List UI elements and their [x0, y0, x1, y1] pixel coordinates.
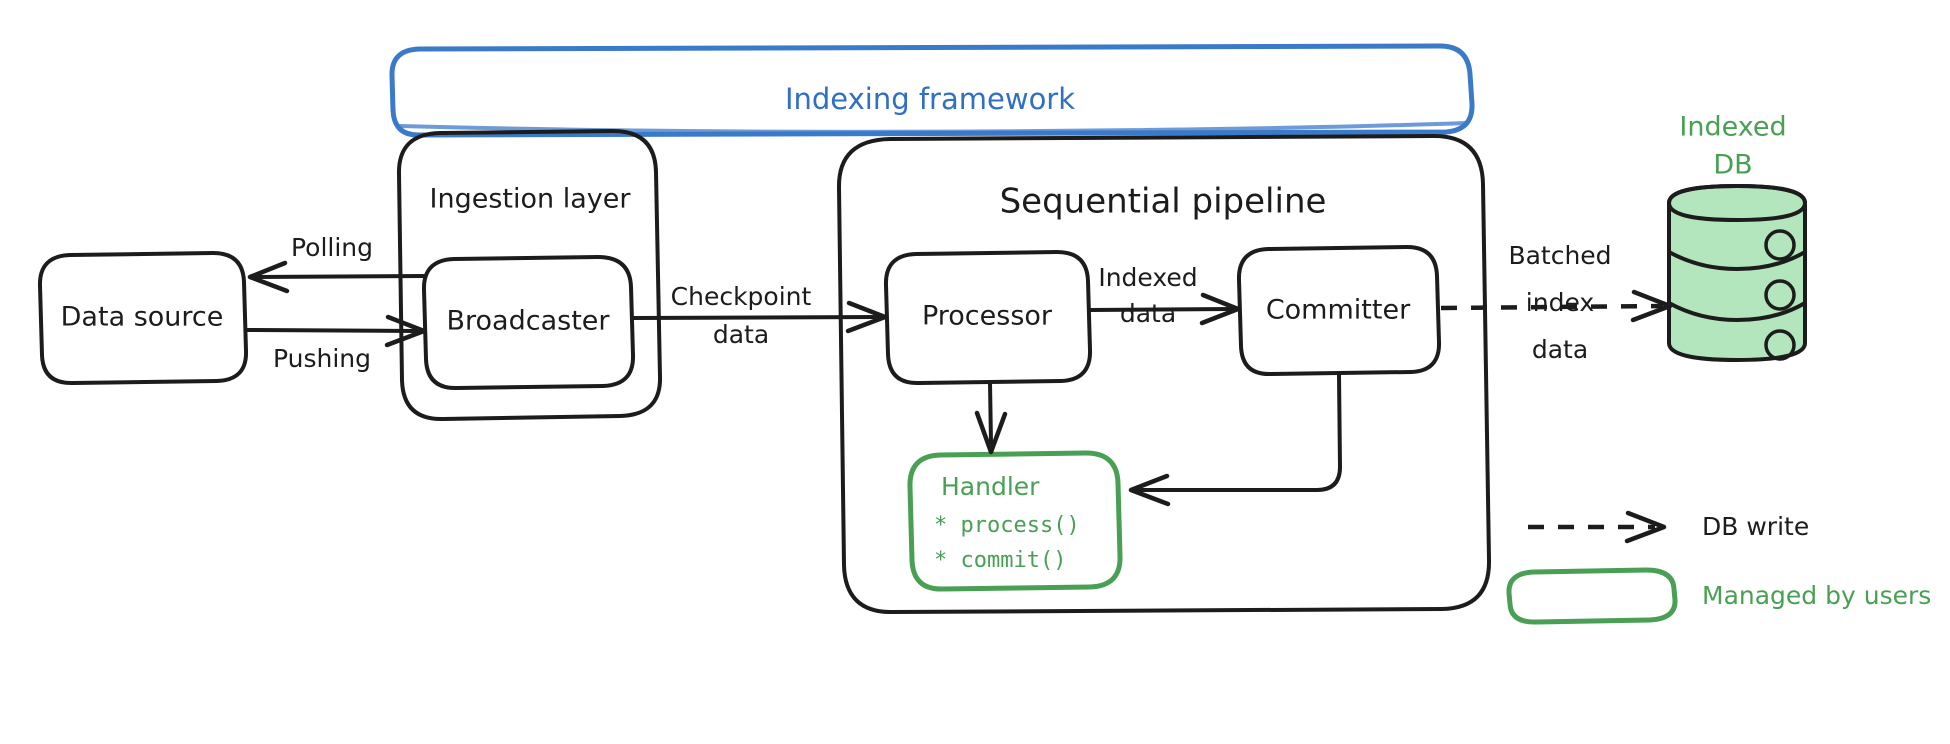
edge-checkpoint-line	[631, 315, 881, 320]
committer-node[interactable]: Committer	[1236, 245, 1442, 377]
edge-polling-line	[254, 274, 426, 279]
edge-batched-label-line1: Batched	[1508, 241, 1611, 270]
handler-method-commit: * commit()	[934, 548, 1066, 573]
legend-item-db-write: DB write	[1528, 510, 1809, 544]
indexed-db-indicator-1	[1764, 229, 1796, 261]
edge-pushing-arrowhead	[384, 314, 427, 348]
edge-batched-label-line3: data	[1532, 335, 1588, 364]
edge-committer-handler-line	[1137, 373, 1342, 492]
indexed-db-top-ellipse	[1666, 183, 1808, 223]
legend-green-box	[1506, 567, 1678, 625]
edge-indexed-data-line	[1088, 307, 1234, 312]
edge-pushing-line	[244, 328, 420, 333]
edge-committer-handler-arrowhead	[1128, 473, 1171, 507]
processor-box[interactable]	[883, 250, 1093, 386]
indexed-db-title-line1: Indexed	[1679, 112, 1786, 143]
ingestion-layer-label: Ingestion layer	[430, 184, 632, 215]
edge-indexed-data-label-line2: data	[1120, 299, 1176, 328]
broadcaster-label: Broadcaster	[447, 306, 611, 337]
legend-label-managed-by-users: Managed by users	[1702, 581, 1931, 610]
broadcaster-node[interactable]: Broadcaster	[421, 255, 636, 391]
indexed-db-divider-1	[1667, 250, 1807, 272]
edge-polling-label: Polling	[291, 233, 373, 262]
edge-committer-to-handler	[1128, 373, 1342, 507]
edge-polling: Polling	[247, 233, 426, 294]
indexed-db-indicator-3	[1764, 329, 1796, 361]
handler-title: Handler	[941, 472, 1040, 501]
committer-box[interactable]	[1236, 245, 1442, 377]
legend: DB write Managed by users	[1506, 510, 1931, 625]
data-source-label: Data source	[61, 302, 224, 333]
edge-pushing: Pushing	[244, 314, 427, 373]
edge-indexed-data: Indexed data	[1088, 263, 1241, 328]
ingestion-layer-group: Ingestion layer	[396, 129, 663, 422]
handler-node[interactable]: Handler * process() * commit()	[907, 450, 1123, 592]
legend-label-db-write: DB write	[1702, 512, 1809, 541]
edge-indexed-data-label-line1: Indexed	[1098, 263, 1197, 292]
edge-indexed-data-arrowhead	[1199, 292, 1241, 326]
committer-label: Committer	[1266, 295, 1411, 326]
handler-box[interactable]	[907, 450, 1123, 592]
processor-label: Processor	[922, 301, 1053, 332]
edge-polling-arrowhead	[247, 260, 290, 294]
edge-checkpoint-label-line2: data	[713, 320, 769, 349]
indexed-db-divider-2	[1667, 301, 1807, 323]
edge-batched-index-data: Batched index data	[1440, 241, 1673, 364]
legend-item-managed-by-users: Managed by users	[1506, 567, 1931, 625]
sequential-pipeline-group: Sequential pipeline	[836, 134, 1492, 615]
edge-processor-handler-line	[988, 381, 993, 445]
sequential-pipeline-box	[836, 134, 1492, 615]
edge-processor-handler-arrowhead	[974, 410, 1008, 455]
handler-method-process: * process()	[934, 513, 1080, 538]
data-source-node[interactable]: Data source	[37, 251, 249, 386]
edge-checkpoint-data: Checkpoint data	[631, 282, 888, 349]
data-source-box[interactable]	[37, 251, 249, 386]
indexed-db-cylinder[interactable]	[1667, 184, 1807, 362]
indexed-db-title-line2: DB	[1713, 150, 1752, 181]
indexing-framework-group: Indexing framework	[389, 43, 1475, 138]
edge-batched-dashed-line	[1440, 303, 1664, 311]
edge-checkpoint-arrowhead	[845, 300, 888, 334]
indexed-db-indicator-2	[1764, 279, 1796, 311]
broadcaster-box[interactable]	[421, 255, 636, 391]
edge-pushing-label: Pushing	[273, 344, 371, 373]
indexing-framework-box	[389, 43, 1475, 138]
legend-dashed-arrowhead	[1624, 510, 1667, 544]
edge-processor-to-handler	[974, 381, 1008, 455]
sequential-pipeline-label: Sequential pipeline	[1000, 182, 1327, 222]
indexed-db-node[interactable]: Indexed DB	[1666, 112, 1808, 362]
edge-batched-label-line2: index	[1526, 288, 1594, 317]
ingestion-layer-box	[396, 129, 663, 422]
indexing-framework-label: Indexing framework	[785, 82, 1075, 116]
processor-node[interactable]: Processor	[883, 250, 1093, 386]
edge-batched-arrowhead	[1630, 289, 1673, 323]
edge-checkpoint-label-line1: Checkpoint	[671, 282, 812, 311]
